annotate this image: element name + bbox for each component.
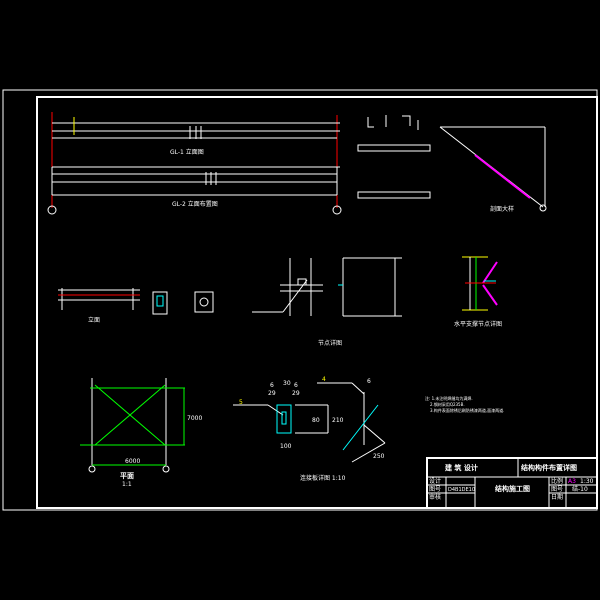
drawing-title: 结构施工图 [494,484,530,493]
note-1: 注: 1.未注明焊缝均为满焊. [425,395,473,401]
beam-elevation-top: GL-1 立面图 GL-2 立面布置图 [47,112,342,215]
plan-span: 7000 [187,415,202,422]
label-date: 日期 [551,493,563,501]
detail-caption: 节点详图 [318,339,342,347]
label-scale: 比例 [551,477,563,485]
scale-prefix: A3 [568,478,576,485]
scale-value: 1:30 [580,478,594,485]
connection-plate: 6 30 6 29 29 5 210 80 100 连接板详图 1:10 4 6… [233,376,386,482]
notes: 注: 1.未注明焊缝均为满焊. 2.钢材采用Q235B. 3.构件表面除锈后刷防… [425,395,504,413]
label-reviewer: 审核 [429,493,441,501]
label-designer: 设计 [429,477,441,485]
weld-mark-5: 5 [239,399,243,406]
weld-mark-4: 4 [322,376,326,383]
title-block: 建 筑 设计 结构构件布置详图 设计 图号 审核 D4B1DE10 结构施工图 … [426,457,598,509]
note-3: 3.构件表面除锈后刷防锈漆两道,面漆两道. [430,407,504,413]
bracing-plan: 6000 7000 平面 1:1 [80,378,202,488]
dim-6b: 6 [294,382,298,389]
dim-210: 210 [332,417,344,424]
dim-250: 250 [373,453,385,460]
label-sheet: 图号 [551,486,563,493]
dim-29b: 29 [292,390,300,397]
brace-node-detail: 水平支撑节点详图 [454,256,502,328]
sheet-value: 结-10 [572,485,588,493]
plate-caption: 连接板详图 1:10 [300,474,346,482]
dim-30: 30 [283,380,291,387]
top-beam-caption: GL-1 立面图 [170,148,204,156]
label-drawing-no: 图号 [429,486,441,493]
note-2: 2.钢材采用Q235B. [430,401,465,407]
plan-caption: 平面 [120,472,134,480]
weld-mark-6: 6 [367,378,371,385]
project-name: 结构构件布置详图 [520,463,577,472]
brace-caption: 水平支撑节点详图 [454,320,502,328]
node-detail: 节点详图 [252,257,402,347]
dim-80: 80 [312,417,320,424]
drawing-code: D4B1DE10 [448,487,475,493]
elevation-caption: 立面 [88,316,100,324]
inner-frame [36,96,598,509]
purlin-details: 立面 [58,288,214,324]
company-name: 建 筑 设计 [445,463,478,472]
section-caption: 剖面大样 [490,205,514,213]
plan-width: 6000 [125,458,140,465]
dim-100: 100 [280,443,292,450]
plan-scale: 1:1 [122,481,132,488]
dim-6: 6 [270,382,274,389]
bottom-beam-caption: GL-2 立面布置图 [172,200,218,208]
member-details: 剖面大样 [357,115,547,213]
dim-29: 29 [268,390,276,397]
